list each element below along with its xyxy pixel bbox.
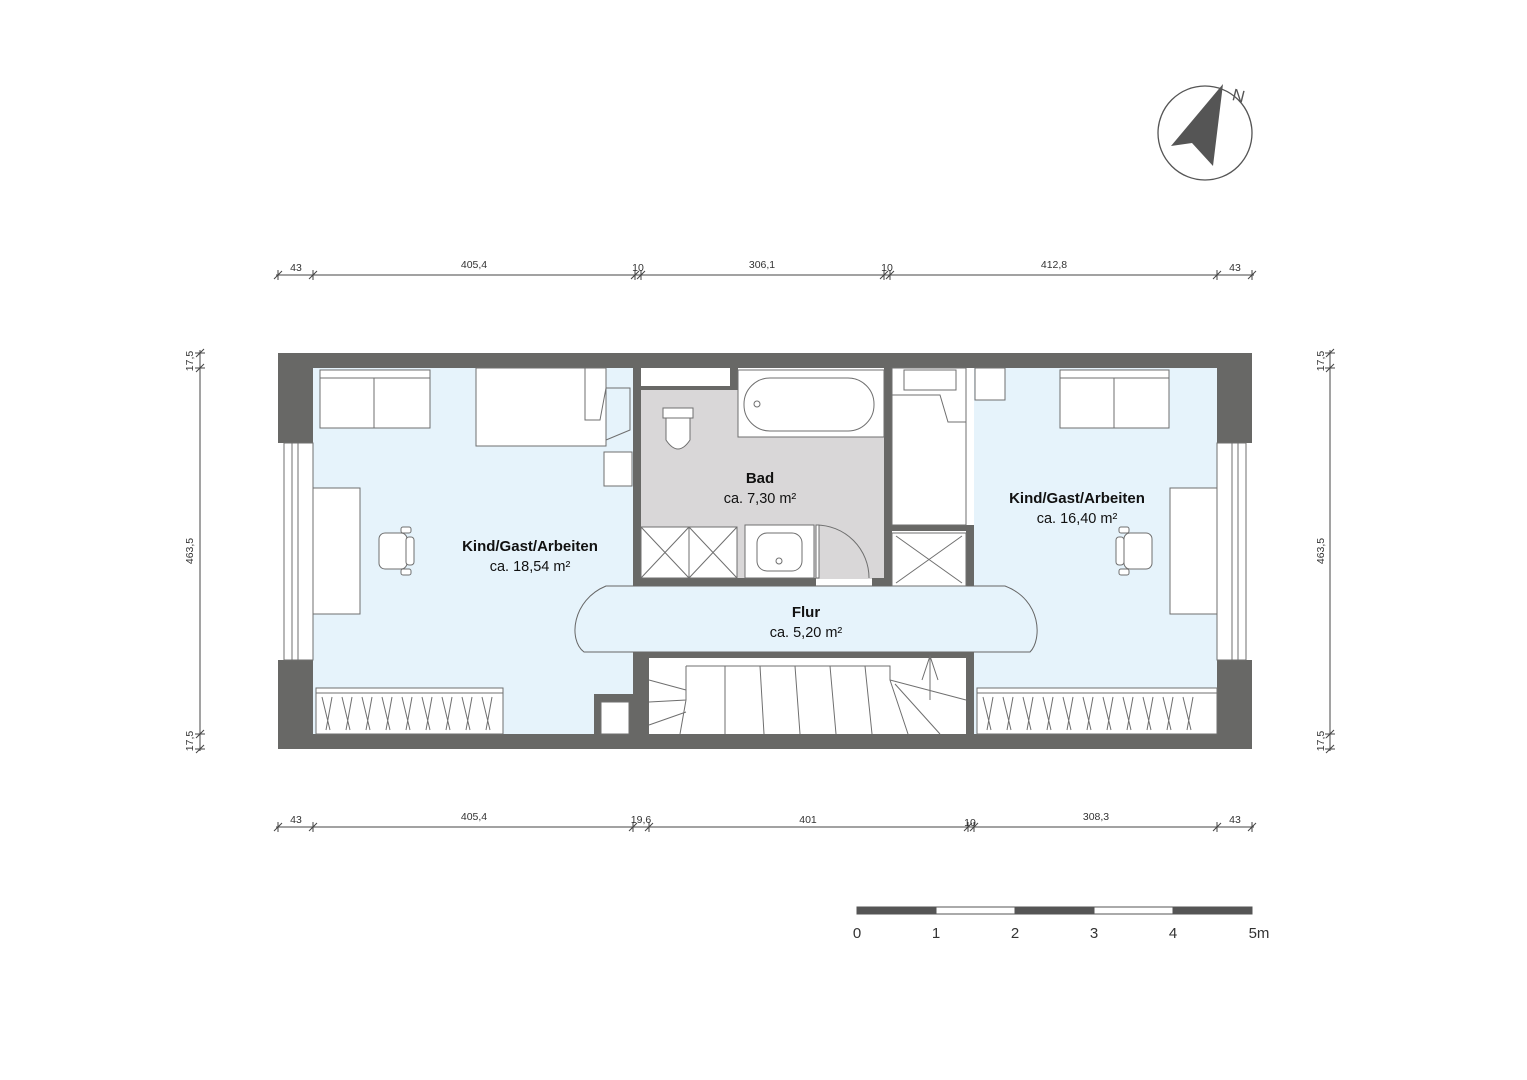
wall-bottom — [278, 734, 1252, 749]
wall-bath-right — [884, 368, 892, 586]
walls — [278, 353, 1252, 749]
wall-bath-bottom — [641, 578, 816, 586]
north-arrow-icon — [1171, 84, 1223, 166]
staircase — [648, 654, 967, 735]
wall-top — [278, 353, 1252, 368]
scale-label-0: 0 — [853, 925, 861, 942]
wardrobe-right — [976, 687, 1218, 735]
dim-left-1: 17,5 — [184, 351, 196, 372]
dimension-chain-right: 17,5 463,5 17,5 — [1315, 348, 1335, 754]
dim-top-4: 306,1 — [749, 259, 775, 271]
desk-right — [1169, 487, 1218, 615]
shaft-inner — [600, 701, 630, 735]
bed-left — [475, 367, 631, 447]
wall-right-lower — [1217, 660, 1252, 749]
dim-right-3: 17,5 — [1315, 731, 1327, 752]
chair-left-icon — [378, 526, 415, 576]
dimension-chain-top: 43 405,4 10 306,1 10 412,8 43 — [273, 259, 1257, 280]
wall-left-lower — [278, 660, 313, 749]
shaft-cabinet-right — [891, 532, 967, 587]
nightstand-left — [603, 451, 633, 487]
dim-bottom-1: 43 — [290, 814, 302, 826]
stair-arrow-icon — [921, 654, 939, 700]
sink-icon — [744, 524, 815, 579]
chair-right-icon — [1115, 526, 1153, 576]
room-name-bath: Bad — [746, 470, 774, 487]
window-left — [283, 442, 314, 661]
dim-top-2: 405,4 — [461, 259, 487, 271]
dim-bottom-6: 308,3 — [1083, 811, 1109, 823]
wall-right-upper — [1217, 353, 1252, 443]
dim-bottom-2: 405,4 — [461, 811, 487, 823]
room-name-hall: Flur — [792, 604, 820, 621]
scale-label-2: 2 — [1011, 925, 1019, 942]
scale-label-4: 4 — [1169, 925, 1177, 942]
dim-left-2: 463,5 — [184, 538, 196, 564]
wall-bath-top-step — [641, 386, 738, 390]
dim-right-1: 17,5 — [1315, 351, 1327, 372]
wall-stair-top — [633, 652, 974, 658]
wall-shaft-right — [966, 525, 974, 586]
dim-bottom-4: 401 — [799, 814, 817, 826]
room-area-hall: ca. 5,20 m² — [770, 625, 843, 641]
nightstand-right — [974, 367, 1006, 401]
wall-bath-bottom-right — [872, 578, 890, 586]
scale-label-5: 5m — [1249, 925, 1270, 942]
dim-top-7: 43 — [1229, 262, 1241, 274]
scale-bar: 0 1 2 3 4 5m — [853, 906, 1270, 942]
bath-cabinets — [640, 526, 738, 579]
room-name-left: Kind/Gast/Arbeiten — [462, 538, 598, 555]
scale-label-3: 3 — [1090, 925, 1098, 942]
dim-bottom-5: 10 — [964, 817, 976, 829]
dim-bottom-3: 19,6 — [631, 814, 652, 826]
bath-door — [815, 524, 870, 579]
north-compass: N — [1157, 84, 1253, 181]
dim-right-2: 463,5 — [1315, 538, 1327, 564]
wardrobe-left — [315, 687, 504, 735]
room-fill-hall — [574, 585, 1038, 653]
dim-top-3: 10 — [632, 262, 644, 274]
wall-bath-niche — [730, 368, 738, 386]
desk-left — [312, 487, 361, 615]
scale-label-1: 1 — [932, 925, 940, 942]
room-area-right: ca. 16,40 m² — [1037, 511, 1118, 527]
wall-shaft-top — [892, 525, 974, 531]
wall-bath-left — [633, 368, 641, 586]
window-right — [1216, 442, 1247, 661]
closet-right-top — [891, 367, 967, 526]
dim-top-5: 10 — [881, 262, 893, 274]
wall-stair-left — [633, 652, 649, 734]
wall-stair-right — [966, 652, 974, 734]
bathtub — [737, 369, 885, 438]
dim-top-1: 43 — [290, 262, 302, 274]
dimension-chain-bottom: 43 405,4 19,6 401 10 308,3 43 — [273, 811, 1257, 832]
north-label: N — [1230, 85, 1247, 106]
toilet-icon — [662, 407, 694, 450]
dim-bottom-7: 43 — [1229, 814, 1241, 826]
room-area-bath: ca. 7,30 m² — [724, 491, 797, 507]
sofa-left — [319, 369, 431, 429]
compass-circle — [1157, 85, 1253, 181]
dim-left-3: 17,5 — [184, 731, 196, 752]
dimension-chain-left: 17,5 463,5 17,5 — [184, 348, 205, 754]
room-name-right: Kind/Gast/Arbeiten — [1009, 490, 1145, 507]
wall-left-upper — [278, 353, 313, 443]
dim-top-6: 412,8 — [1041, 259, 1067, 271]
room-area-left: ca. 18,54 m² — [490, 559, 571, 575]
sofa-right — [1059, 369, 1170, 429]
